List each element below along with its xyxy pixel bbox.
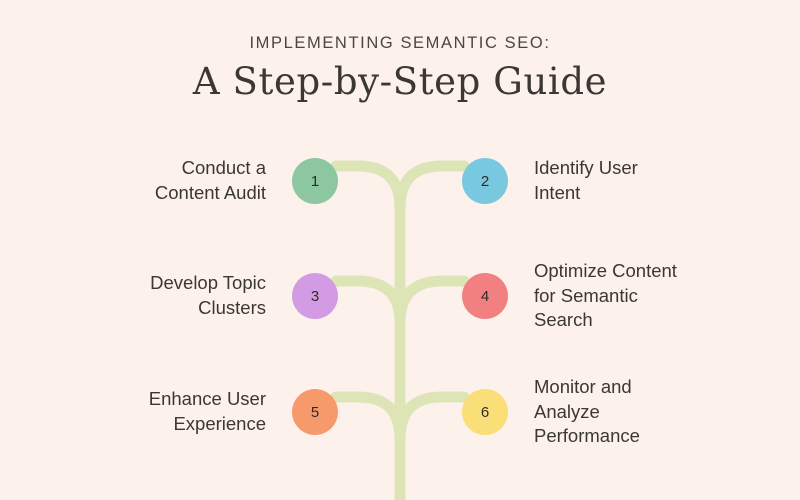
branch-4 [394, 275, 470, 329]
step-3[interactable]: Develop Topic Clusters 3 [150, 272, 338, 319]
step-1[interactable]: Conduct a Content Audit 1 [154, 157, 338, 204]
step-5[interactable]: Enhance User Experience 5 [148, 388, 338, 435]
step-3-number: 3 [310, 287, 320, 305]
step-6[interactable]: 6 Monitor and Analyze Performance [462, 376, 640, 446]
step-4[interactable]: 4 Optimize Content for Semantic Search [462, 260, 677, 330]
branch-6 [394, 391, 470, 445]
step-1-node[interactable]: 1 [292, 158, 338, 204]
step-4-number: 4 [480, 287, 490, 305]
branch-1 [330, 160, 406, 214]
eyebrow-text: IMPLEMENTING SEMANTIC SEO: [249, 34, 551, 52]
step-5-number: 5 [310, 403, 320, 421]
step-6-node[interactable]: 6 [462, 389, 508, 435]
step-5-node[interactable]: 5 [292, 389, 338, 435]
step-4-node[interactable]: 4 [462, 273, 508, 319]
step-2-number: 2 [480, 172, 490, 190]
branch-2 [394, 160, 470, 214]
step-1-number: 1 [310, 172, 320, 190]
step-2[interactable]: 2 Identify User Intent [462, 157, 638, 204]
step-5-label: Enhance User Experience [148, 388, 266, 434]
step-6-number: 6 [480, 403, 490, 421]
title-block: IMPLEMENTING SEMANTIC SEO: A Step-by-Ste… [0, 34, 800, 103]
step-6-label: Monitor and Analyze Performance [534, 376, 640, 447]
branch-5 [330, 391, 406, 445]
step-3-node[interactable]: 3 [292, 273, 338, 319]
branch-3 [330, 275, 406, 329]
step-3-label: Develop Topic Clusters [150, 272, 266, 318]
step-4-label: Optimize Content for Semantic Search [534, 260, 677, 331]
step-2-node[interactable]: 2 [462, 158, 508, 204]
page-title: A Step-by-Step Guide [192, 59, 608, 103]
step-1-label: Conduct a Content Audit [154, 157, 266, 203]
step-2-label: Identify User Intent [534, 157, 638, 203]
